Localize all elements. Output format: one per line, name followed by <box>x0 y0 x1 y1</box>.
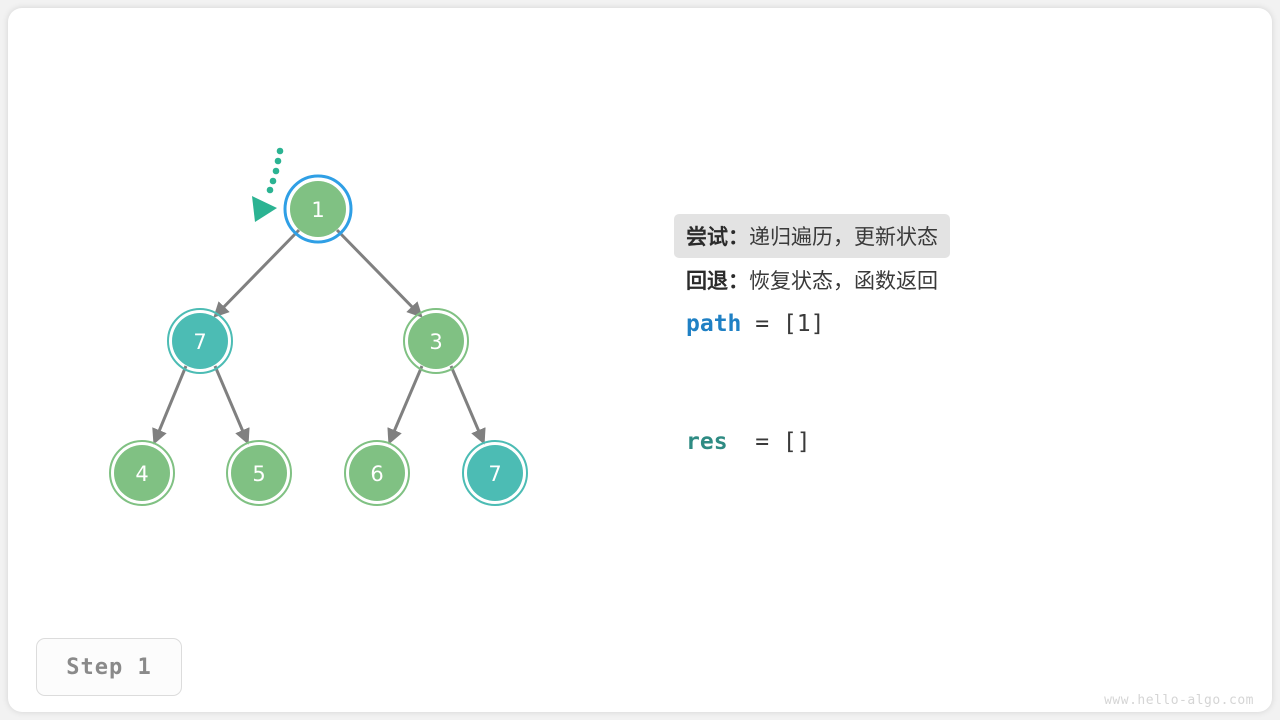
state-panel: 尝试：递归遍历，更新状态 回退：恢复状态，函数返回 path = [1] res… <box>674 214 1186 464</box>
tree-node-n-r[interactable]: 3 <box>403 308 469 374</box>
node-label: 6 <box>370 462 383 486</box>
panel-line-path: path = [1] <box>686 302 1186 346</box>
node-ring <box>109 440 175 506</box>
pointer-dot <box>274 157 282 165</box>
pointer-dot <box>272 167 280 175</box>
path-value: = [1] <box>741 311 825 337</box>
tree-node-n-rl[interactable]: 6 <box>344 440 410 506</box>
edge-root-to-n-l <box>213 228 301 318</box>
edge-n-r-to-n-rr <box>449 365 486 445</box>
node-ring <box>403 308 469 374</box>
tree-edges <box>152 228 486 445</box>
backtrack-text: 恢复状态，函数返回 <box>749 270 938 293</box>
res-value: = [] <box>727 429 811 455</box>
backtrack-label: 回退： <box>686 270 749 293</box>
tree-node-n-l[interactable]: 7 <box>167 308 233 374</box>
node-body <box>349 445 405 501</box>
edge-n-r-to-n-rl <box>387 365 424 445</box>
node-body <box>408 313 464 369</box>
step-badge: Step 1 <box>36 638 182 696</box>
node-label: 4 <box>135 462 148 486</box>
node-label: 7 <box>193 330 206 354</box>
path-variable-name: path <box>686 311 742 337</box>
node-ring <box>462 440 528 506</box>
tree-nodes: 1 7 3 4 5 <box>109 174 528 506</box>
site-watermark: www.hello-algo.com <box>1104 693 1254 708</box>
node-body <box>172 313 228 369</box>
edge-n-l-to-n-ll <box>152 365 188 445</box>
node-body <box>231 445 287 501</box>
panel-spacer <box>686 346 1186 420</box>
panel-line-res: res = [] <box>686 420 1186 464</box>
node-label: 5 <box>252 462 265 486</box>
pointer-dot <box>266 186 274 194</box>
try-label: 尝试： <box>686 226 749 249</box>
tree-node-root[interactable]: 1 <box>283 174 353 244</box>
try-highlight: 尝试：递归遍历，更新状态 <box>674 214 950 258</box>
node-body <box>467 445 523 501</box>
tree-node-n-ll[interactable]: 4 <box>109 440 175 506</box>
node-body <box>114 445 170 501</box>
edge-root-to-n-r <box>335 228 423 318</box>
node-label: 3 <box>429 330 442 354</box>
node-ring <box>167 308 233 374</box>
res-variable-name: res <box>686 429 728 455</box>
pointer-dot <box>269 177 277 185</box>
pointer-dot <box>276 147 284 155</box>
tree-node-n-rr[interactable]: 7 <box>462 440 528 506</box>
current-node-pointer <box>252 147 284 222</box>
node-ring <box>226 440 292 506</box>
panel-line-try: 尝试：递归遍历，更新状态 <box>674 214 1186 258</box>
node-label: 1 <box>311 198 324 222</box>
tree-node-n-lr[interactable]: 5 <box>226 440 292 506</box>
node-label: 7 <box>488 462 501 486</box>
pointer-arrowhead <box>252 196 277 222</box>
edge-n-l-to-n-lr <box>213 365 250 445</box>
node-ring <box>344 440 410 506</box>
node-body <box>290 181 346 237</box>
node-ring <box>283 174 353 244</box>
panel-line-backtrack: 回退：恢复状态，函数返回 <box>686 258 1186 302</box>
try-text: 递归遍历，更新状态 <box>749 226 938 249</box>
